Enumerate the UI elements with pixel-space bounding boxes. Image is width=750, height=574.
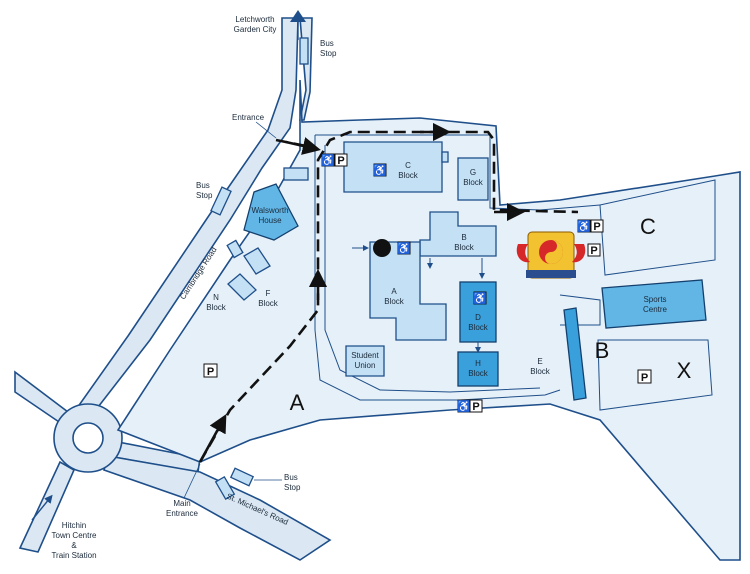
entrance-label: Entrance xyxy=(232,113,265,122)
wheelchair-icon xyxy=(373,163,387,177)
zone-b: B xyxy=(595,338,610,363)
bus-stop-bottom-shelter xyxy=(229,467,255,487)
zone-a: A xyxy=(290,390,305,415)
svg-text:P: P xyxy=(207,366,214,378)
hitchin-label: Hitchin xyxy=(62,521,86,530)
directions-route xyxy=(198,122,579,463)
svg-text:Block: Block xyxy=(384,297,405,306)
svg-text:Walsworth: Walsworth xyxy=(251,206,288,215)
parking-symbols: ♿ P ♿ ♿ ♿ ♿ P P ♿ P P P xyxy=(203,153,652,413)
svg-text:A: A xyxy=(391,287,397,296)
n-block xyxy=(227,273,257,301)
buildings xyxy=(210,37,707,501)
route-main xyxy=(198,130,579,463)
svg-text:Centre: Centre xyxy=(643,305,668,314)
svg-text:Garden City: Garden City xyxy=(234,25,277,34)
school-crest-icon xyxy=(516,231,586,279)
svg-text:P: P xyxy=(337,155,344,167)
svg-text:H: H xyxy=(475,359,481,368)
svg-text:Student: Student xyxy=(351,351,379,360)
wheelchair-icon xyxy=(473,291,487,305)
svg-text:Train Station: Train Station xyxy=(51,551,96,560)
svg-text:N: N xyxy=(213,293,219,302)
svg-text:♿: ♿ xyxy=(577,220,591,233)
svg-text:Block: Block xyxy=(463,178,484,187)
zone-x: X xyxy=(677,358,692,383)
svg-text:P: P xyxy=(641,372,648,384)
svg-text:Block: Block xyxy=(468,369,489,378)
svg-text:C: C xyxy=(405,161,411,170)
svg-text:Block: Block xyxy=(206,303,227,312)
roads xyxy=(14,17,332,561)
st-michaels-road xyxy=(103,455,332,561)
svg-text:Sports: Sports xyxy=(643,295,666,304)
svg-text:B: B xyxy=(461,233,466,242)
parking-icon xyxy=(469,399,483,413)
c-block xyxy=(343,141,443,193)
internal-arrows xyxy=(31,10,485,521)
direction-arrow-icon xyxy=(290,10,306,22)
parking-icon xyxy=(334,153,348,167)
zone-c: C xyxy=(640,214,656,239)
svg-text:♿: ♿ xyxy=(373,164,387,177)
parking-icon xyxy=(587,243,601,257)
wheelchair-icon xyxy=(577,219,591,233)
svg-text:♿: ♿ xyxy=(473,292,487,305)
bus-stop-left-shelter xyxy=(210,186,232,216)
svg-text:House: House xyxy=(258,216,282,225)
svg-text:G: G xyxy=(470,168,476,177)
letchworth-label: Letchworth xyxy=(235,15,274,24)
main-entrance-label: Main xyxy=(173,499,190,508)
svg-text:P: P xyxy=(472,401,479,413)
svg-text:Block: Block xyxy=(258,299,279,308)
wheelchair-icon xyxy=(397,241,411,255)
svg-text:♿: ♿ xyxy=(321,154,335,167)
svg-text:♿: ♿ xyxy=(397,242,411,255)
svg-text:Stop: Stop xyxy=(196,191,213,200)
f-block xyxy=(243,247,271,275)
parking-icon xyxy=(590,219,604,233)
parking-icon xyxy=(203,363,218,378)
svg-text:D: D xyxy=(475,313,481,322)
svg-text:Block: Block xyxy=(454,243,475,252)
student-union xyxy=(345,345,385,377)
svg-text:Town Centre: Town Centre xyxy=(52,531,97,540)
reception-marker xyxy=(373,239,391,257)
road-southwest xyxy=(18,460,76,553)
walsworth-house xyxy=(243,183,299,241)
svg-text:Block: Block xyxy=(398,171,419,180)
svg-text:F: F xyxy=(266,289,271,298)
b-block xyxy=(419,211,497,257)
svg-text:Entrance: Entrance xyxy=(166,509,199,518)
zone-labels: A B C X xyxy=(290,214,692,415)
svg-text:Block: Block xyxy=(468,323,489,332)
svg-text:Union: Union xyxy=(355,361,376,370)
sports-centre xyxy=(601,279,707,329)
svg-text:&: & xyxy=(71,541,77,550)
svg-text:P: P xyxy=(590,245,597,257)
svg-text:E: E xyxy=(537,357,542,366)
wheelchair-icon xyxy=(321,153,335,167)
svg-text:P: P xyxy=(593,221,600,233)
parking-icon xyxy=(637,369,652,384)
svg-text:♿: ♿ xyxy=(457,400,471,413)
cambridge-road xyxy=(68,17,299,421)
road-west xyxy=(14,370,70,426)
g-block xyxy=(457,157,489,201)
a-block xyxy=(369,241,447,341)
bus-stop-left-label: Bus xyxy=(196,181,210,190)
bus-stop-top-label: Bus xyxy=(320,39,334,48)
bus-stop-bottom-label: Bus xyxy=(284,473,298,482)
e-block xyxy=(563,307,587,401)
svg-text:Stop: Stop xyxy=(284,483,301,492)
d-block xyxy=(459,281,497,343)
bus-stop-top-shelter xyxy=(299,37,309,65)
svg-text:Block: Block xyxy=(530,367,551,376)
svg-text:Stop: Stop xyxy=(320,49,337,58)
